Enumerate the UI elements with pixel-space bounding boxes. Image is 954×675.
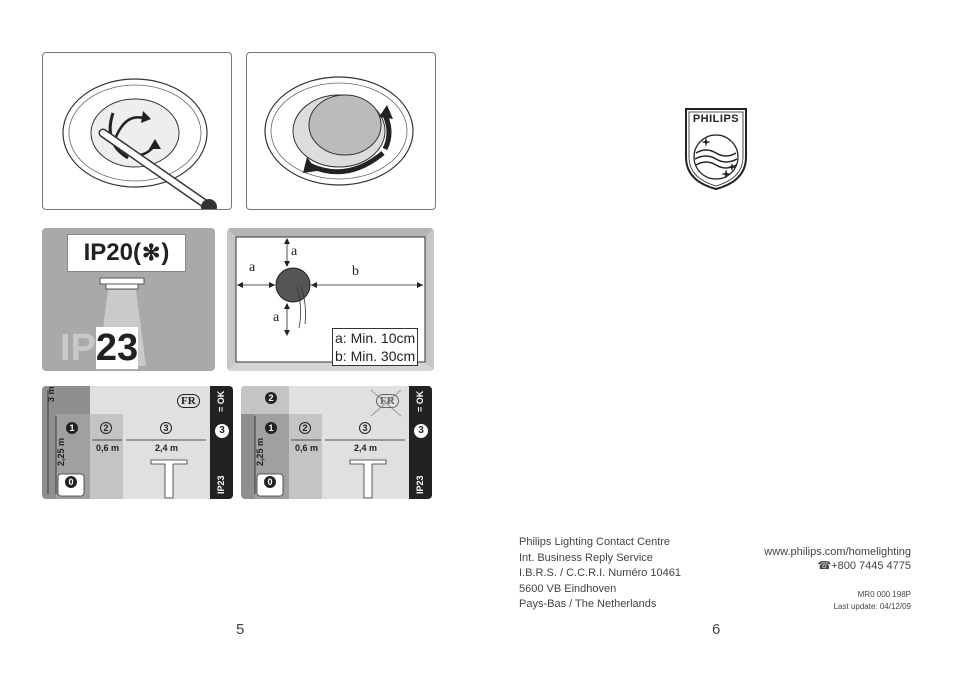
ip-rating-panel: IP20( ✻ ) IP23 bbox=[42, 228, 215, 371]
zone-2-top-badge: 2 bbox=[265, 392, 277, 404]
country-fr-crossed: FR bbox=[376, 394, 399, 408]
ip23-big-label: IP23 bbox=[60, 327, 139, 369]
ip20-label: IP20( bbox=[83, 239, 141, 266]
zone-2-badge: 2 bbox=[100, 422, 112, 434]
zone-1-badge: 1 bbox=[265, 422, 277, 434]
install-illustration-lamp-twist bbox=[264, 76, 414, 186]
bathroom-zones-panel-1: 3 m 2,25 m 1 2 3 0 0,6 m 2,4 m FR = OK 3… bbox=[42, 386, 233, 499]
zone-0-badge: 0 bbox=[264, 476, 276, 488]
label-a-top: a bbox=[291, 244, 298, 259]
phone-icon: ☎ bbox=[817, 560, 832, 572]
contact-line-4: 5600 VB Eindhoven bbox=[519, 582, 617, 595]
zone-2-badge: 2 bbox=[299, 422, 311, 434]
label-b: b bbox=[352, 264, 359, 279]
clearance-distance-panel: a a b a a: Min. 10cm b: Min. 30cm bbox=[227, 228, 434, 371]
distance-06m: 0,6 m bbox=[96, 443, 120, 453]
web-contact: www.philips.com/homelighting ☎+800 7445 … bbox=[764, 545, 911, 573]
page-number-left: 5 bbox=[236, 621, 245, 638]
ip20-label-suffix: ) bbox=[161, 239, 170, 266]
height-225m: 2,25 m bbox=[56, 437, 66, 466]
last-update: Last update: 04/12/09 bbox=[833, 602, 911, 611]
contact-line-5: Pays-Bas / The Netherlands bbox=[519, 598, 657, 610]
side-zone-3: 3 bbox=[215, 424, 229, 438]
contact-address: Philips Lighting Contact Centre Int. Bus… bbox=[519, 535, 681, 613]
ip23-big-label-num: 23 bbox=[95, 327, 139, 369]
install-step-twist-panel bbox=[246, 52, 436, 210]
page-number-right: 6 bbox=[712, 621, 721, 638]
distance-24m: 2,4 m bbox=[354, 443, 378, 453]
philips-wordmark: PHILIPS bbox=[692, 113, 740, 125]
country-fr: FR bbox=[177, 394, 200, 408]
side-ip23-label: IP23 bbox=[415, 475, 425, 494]
zone-1-badge: 1 bbox=[66, 422, 78, 434]
side-ip23-label: IP23 bbox=[216, 475, 226, 494]
ip23-big-label-ip: IP bbox=[60, 327, 96, 369]
distance-06m: 0,6 m bbox=[295, 443, 319, 453]
ip20-label-box: IP20( ✻ ) bbox=[67, 234, 186, 272]
clearance-legend: a: Min. 10cm b: Min. 30cm bbox=[332, 328, 419, 366]
height-3m: 3 m bbox=[46, 386, 56, 402]
legend-a: a: Min. 10cm bbox=[335, 330, 416, 346]
zone-0-badge: 0 bbox=[65, 476, 77, 488]
label-a-left: a bbox=[249, 260, 256, 275]
install-step-rotate-panel bbox=[42, 52, 232, 210]
flammable-symbol-icon: ✻ bbox=[141, 240, 161, 265]
contact-line-1: Philips Lighting Contact Centre bbox=[519, 536, 671, 548]
contact-line-2: Int. Business Reply Service bbox=[519, 551, 653, 564]
bathroom-zones-panel-2: 2 2,25 m 1 2 3 0 0,6 m 2,4 m FR = OK 3 I… bbox=[241, 386, 432, 499]
legend-b: b: Min. 30cm bbox=[335, 348, 416, 364]
phone-line: ☎+800 7445 4775 bbox=[764, 559, 911, 573]
philips-logo: PHILIPS bbox=[684, 107, 748, 191]
zone-3-badge: 3 bbox=[359, 422, 371, 434]
install-illustration-screwdriver bbox=[62, 78, 217, 209]
phone-number: +800 7445 4775 bbox=[831, 560, 911, 572]
philips-shield-icon bbox=[685, 108, 747, 191]
side-black-bar bbox=[409, 386, 432, 499]
zone-3-badge: 3 bbox=[160, 422, 172, 434]
height-225m: 2,25 m bbox=[255, 437, 265, 466]
label-a-bottom: a bbox=[273, 310, 280, 325]
side-ok-label: = OK bbox=[216, 390, 226, 412]
distance-24m: 2,4 m bbox=[155, 443, 179, 453]
contact-line-3: I.B.R.S. / C.C.R.I. Numéro 10461 bbox=[519, 567, 682, 579]
side-ok-label: = OK bbox=[415, 390, 425, 412]
side-zone-3: 3 bbox=[414, 424, 428, 438]
document-code: MR0 000 198P bbox=[857, 590, 911, 599]
side-black-bar bbox=[210, 386, 233, 499]
website-link[interactable]: www.philips.com/homelighting bbox=[764, 546, 911, 558]
document-meta: MR0 000 198P Last update: 04/12/09 bbox=[834, 589, 911, 613]
